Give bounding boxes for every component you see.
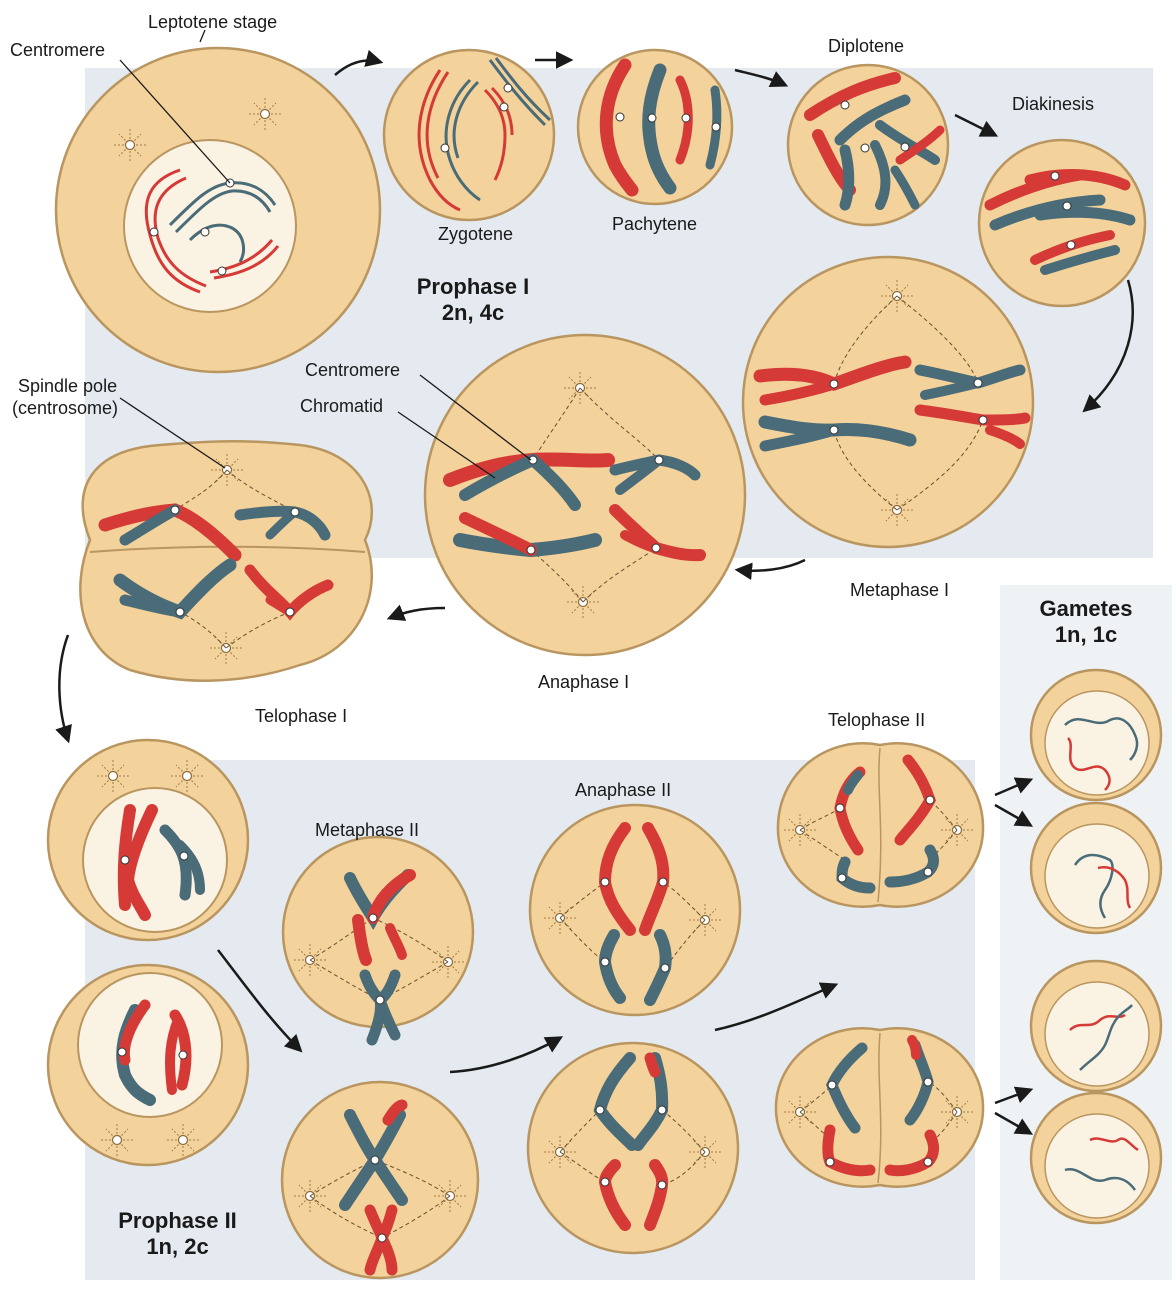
cell-prophase-2-top xyxy=(48,740,248,940)
prophase-1-name: Prophase I xyxy=(398,274,548,300)
cell-anaphase-1 xyxy=(425,335,745,655)
cell-telophase-1 xyxy=(80,441,371,680)
gametes-name: Gametes xyxy=(1002,596,1170,622)
cell-pachytene xyxy=(578,50,732,204)
label-chromatid: Chromatid xyxy=(300,396,383,416)
label-anaphase-2: Anaphase II xyxy=(575,780,671,800)
label-metaphase-1: Metaphase I xyxy=(850,580,949,600)
gamete-3 xyxy=(1031,961,1161,1091)
label-telophase-1: Telophase I xyxy=(255,706,347,726)
label-telophase-2: Telophase II xyxy=(828,710,925,730)
cell-telophase-2-top xyxy=(778,743,983,906)
gamete-2 xyxy=(1031,803,1161,933)
cell-diplotene xyxy=(788,65,948,225)
prophase-1-title: Prophase I 2n, 4c xyxy=(398,274,548,326)
label-spindle-pole: Spindle pole xyxy=(18,376,117,396)
cell-leptotene xyxy=(56,48,380,372)
prophase-2-ploidy: 1n, 2c xyxy=(95,1234,260,1260)
gamete-1 xyxy=(1031,670,1161,800)
label-leptotene: Leptotene stage xyxy=(148,12,277,32)
prophase-2-title: Prophase II 1n, 2c xyxy=(95,1208,260,1260)
cell-anaphase-2-bottom xyxy=(528,1043,738,1253)
label-diplotene: Diplotene xyxy=(828,36,904,56)
label-centromere-mid: Centromere xyxy=(305,360,400,380)
label-diakinesis: Diakinesis xyxy=(1012,94,1094,114)
cell-zygotene xyxy=(384,50,554,220)
cell-metaphase-2-bottom xyxy=(282,1082,478,1278)
prophase-2-name: Prophase II xyxy=(95,1208,260,1234)
label-pachytene: Pachytene xyxy=(612,214,697,234)
label-anaphase-1: Anaphase I xyxy=(538,672,629,692)
gamete-4 xyxy=(1031,1093,1161,1223)
label-metaphase-2: Metaphase II xyxy=(315,820,419,840)
cell-prophase-2-bottom xyxy=(48,965,248,1165)
gametes-title: Gametes 1n, 1c xyxy=(1002,596,1170,648)
label-centrosome: (centrosome) xyxy=(12,398,118,418)
cell-telophase-2-bottom xyxy=(776,1028,983,1186)
label-zygotene: Zygotene xyxy=(438,224,513,244)
cell-metaphase-1 xyxy=(743,257,1033,547)
prophase-1-ploidy: 2n, 4c xyxy=(398,300,548,326)
gametes-ploidy: 1n, 1c xyxy=(1002,622,1170,648)
label-centromere-top: Centromere xyxy=(10,40,105,60)
cell-diakinesis xyxy=(979,140,1145,306)
cell-anaphase-2-top xyxy=(530,805,740,1015)
